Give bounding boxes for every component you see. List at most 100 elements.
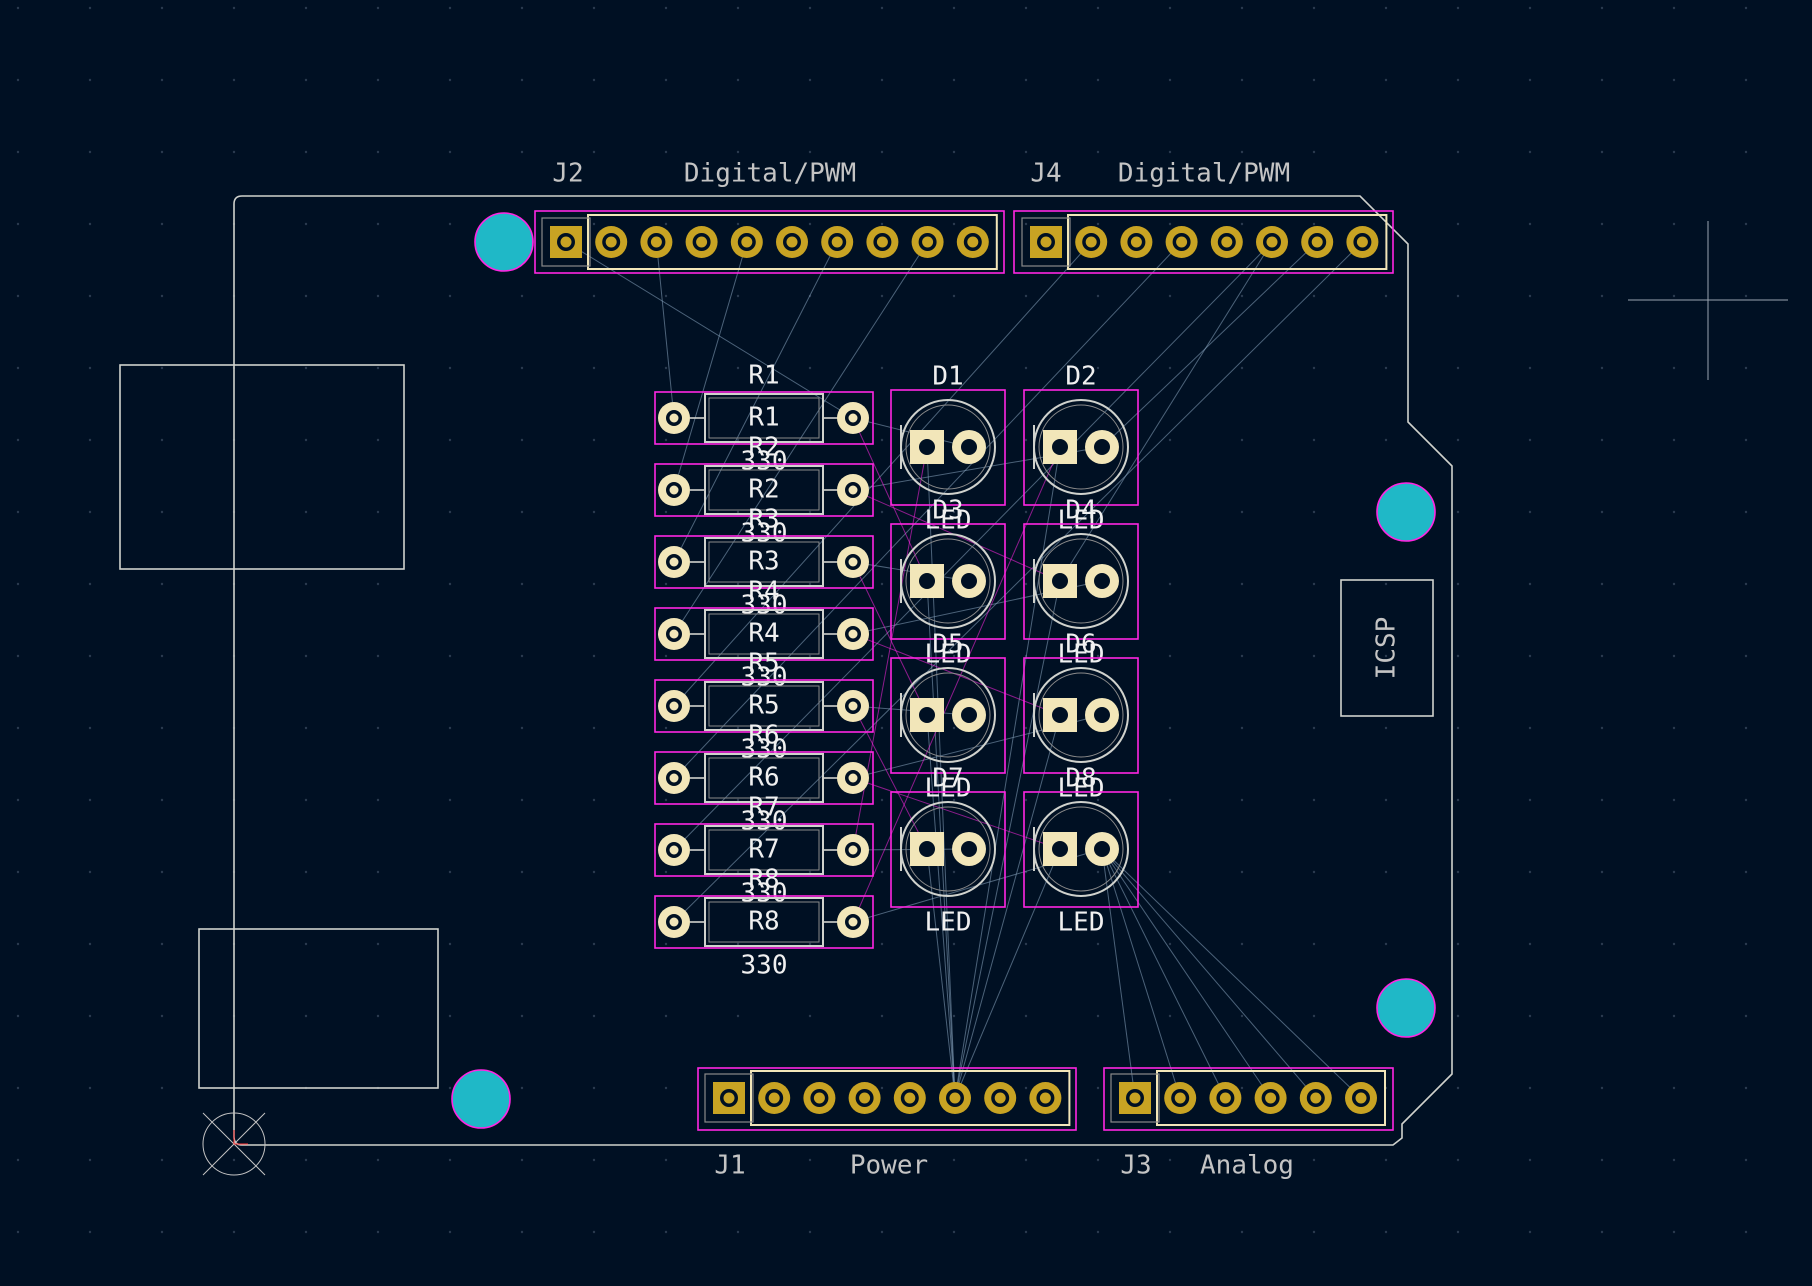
led-fab-outline xyxy=(1038,404,1124,490)
pad-drill-inner xyxy=(1040,236,1052,248)
ratsnest-line xyxy=(954,714,1061,1099)
connector-courtyard xyxy=(534,210,1005,274)
connector-courtyard xyxy=(1103,1067,1394,1131)
resistor-courtyard xyxy=(654,535,874,589)
mounting-hole[interactable] xyxy=(451,1069,511,1129)
mounting-hole[interactable] xyxy=(1376,482,1436,542)
mounting-hole[interactable] xyxy=(1376,978,1436,1038)
board-outline xyxy=(233,195,1453,1146)
ratsnest-line xyxy=(673,241,1182,779)
power-jack-outline xyxy=(198,928,439,1089)
resistor-value: 330 xyxy=(741,807,788,837)
led-value: LED xyxy=(925,506,972,536)
resistor-courtyard xyxy=(654,751,874,805)
pad-drill-inner xyxy=(741,236,753,248)
resistor-value: 330 xyxy=(741,735,788,765)
resistor-value: 330 xyxy=(741,663,788,693)
pad-drill-inner xyxy=(669,413,679,423)
led-fab-outline xyxy=(1038,672,1124,758)
resistor-courtyard xyxy=(654,895,874,949)
ratsnest-line xyxy=(852,417,928,582)
ratsnest-line xyxy=(673,241,1273,851)
resistor-silk-ref: R2 xyxy=(748,433,779,463)
connector-name-label: Digital/PWM xyxy=(1118,159,1290,189)
connector-courtyard xyxy=(1013,210,1394,274)
pad-drill-inner xyxy=(848,773,858,783)
led-courtyard xyxy=(1023,791,1139,908)
ratsnest-line xyxy=(1101,848,1181,1099)
pad-drill-inner xyxy=(1085,236,1097,248)
connector-ref-label: J3 xyxy=(1120,1151,1151,1181)
resistor-fab-ref: R3 xyxy=(748,547,779,577)
pad-drill-inner xyxy=(669,629,679,639)
pad-drill-inner xyxy=(723,1092,735,1104)
pad-drill-inner xyxy=(813,1092,825,1104)
resistor-silk-ref: R3 xyxy=(748,505,779,535)
pad-drill xyxy=(919,707,935,723)
pad-drill-inner xyxy=(859,1092,871,1104)
resistor-value: 330 xyxy=(741,447,788,477)
ratsnest-line xyxy=(673,241,1363,923)
pad-drill xyxy=(961,707,977,723)
led-ref: D8 xyxy=(1065,764,1096,794)
pad-drill-inner xyxy=(650,236,662,248)
ratsnest-line xyxy=(673,241,748,491)
resistor-fab-ref: R4 xyxy=(748,619,779,649)
icsp-label: ICSP xyxy=(1372,617,1402,680)
connector-fab-outline xyxy=(1110,1073,1160,1123)
connector-fab-outline xyxy=(1021,217,1071,267)
mounting-hole[interactable] xyxy=(474,212,534,272)
resistor-courtyard xyxy=(654,607,874,661)
pad-drill-inner xyxy=(669,773,679,783)
pad-drill-inner xyxy=(1174,1092,1186,1104)
resistor-value: 330 xyxy=(741,519,788,549)
resistor-fab-body xyxy=(708,685,820,727)
led-courtyard xyxy=(1023,389,1139,506)
led-courtyard xyxy=(1023,657,1139,774)
ratsnest-line xyxy=(954,580,1061,1099)
pad-drill-inner xyxy=(994,1092,1006,1104)
resistor-fab-ref: R2 xyxy=(748,475,779,505)
resistor-fab-ref: R6 xyxy=(748,763,779,793)
connector-name-label: Digital/PWM xyxy=(684,159,856,189)
resistor-fab-ref: R1 xyxy=(748,403,779,433)
pad-drill-inner xyxy=(1311,236,1323,248)
connector-ref-label: J1 xyxy=(714,1151,745,1181)
pad-drill-inner xyxy=(848,485,858,495)
pad-drill-inner xyxy=(696,236,708,248)
ratsnest-line xyxy=(673,241,838,563)
ratsnest-line xyxy=(1101,848,1226,1099)
resistor-fab-body xyxy=(708,541,820,583)
connector-name-label: Analog xyxy=(1200,1151,1294,1181)
pad-drill-inner xyxy=(967,236,979,248)
pad-drill-inner xyxy=(876,236,888,248)
pad-drill-inner xyxy=(922,236,934,248)
resistor-silk-ref: R8 xyxy=(748,865,779,895)
led-courtyard xyxy=(1023,523,1139,640)
led-value: LED xyxy=(1058,774,1105,804)
pad-drill-inner xyxy=(786,236,798,248)
ratsnest-line xyxy=(673,241,1092,707)
connector-j3[interactable]: J3 Analog xyxy=(1103,1067,1394,1181)
pad-drill xyxy=(1094,439,1110,455)
